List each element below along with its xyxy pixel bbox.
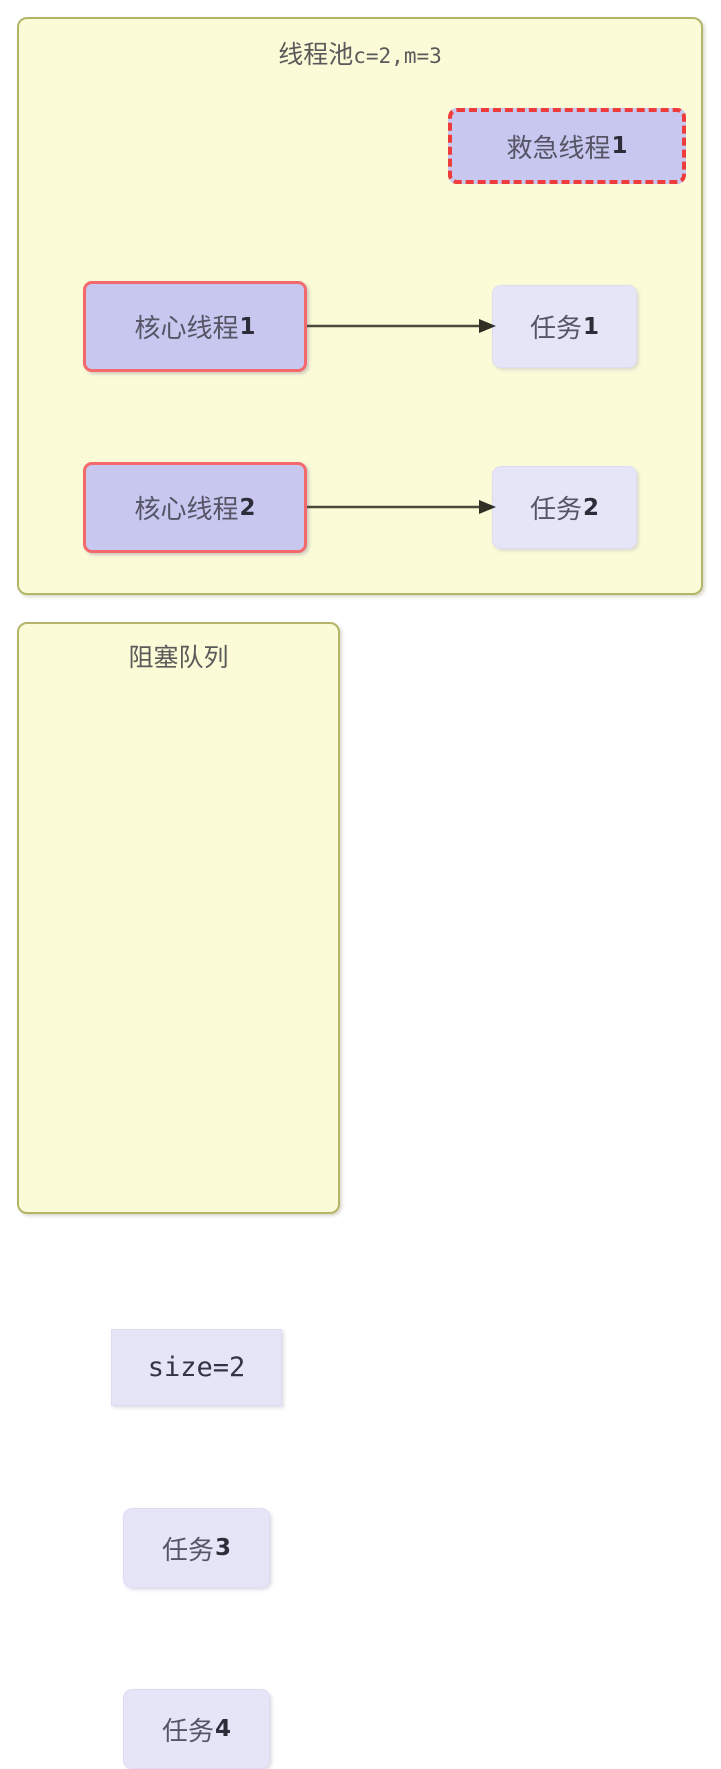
task-4-label: 任务 <box>161 1716 214 1746</box>
task-1-label: 任务 <box>529 314 582 343</box>
core-thread-2-index: 2 <box>239 494 256 521</box>
task-3-label: 任务 <box>161 1535 214 1565</box>
emergency-thread-1-index: 1 <box>611 133 628 159</box>
thread-pool-title: 线程池c=2,m=3 <box>19 35 701 71</box>
core-thread-2-label: 核心线程 <box>134 495 239 524</box>
blocking-queue-title: 阻塞队列 <box>128 645 229 672</box>
task-1-index: 1 <box>583 313 600 340</box>
core-thread-1-index: 1 <box>239 313 256 340</box>
thread-pool-title-params: c=2,m=3 <box>353 44 442 68</box>
task-3-index: 3 <box>215 1535 232 1561</box>
core-thread-1-label: 核心线程 <box>134 314 239 343</box>
task-2-label: 任务 <box>529 495 582 524</box>
queue-size-box: size=2 <box>111 1329 282 1406</box>
task-4-index: 4 <box>215 1716 232 1742</box>
arrow-core-thread-1-to-task-1 <box>307 319 496 333</box>
thread-pool-title-label: 线程池 <box>278 42 354 69</box>
emergency-thread-1-label: 救急线程 <box>506 133 611 163</box>
arrow-core-thread-2-to-task-2 <box>307 500 496 514</box>
task-2-index: 2 <box>583 494 600 521</box>
